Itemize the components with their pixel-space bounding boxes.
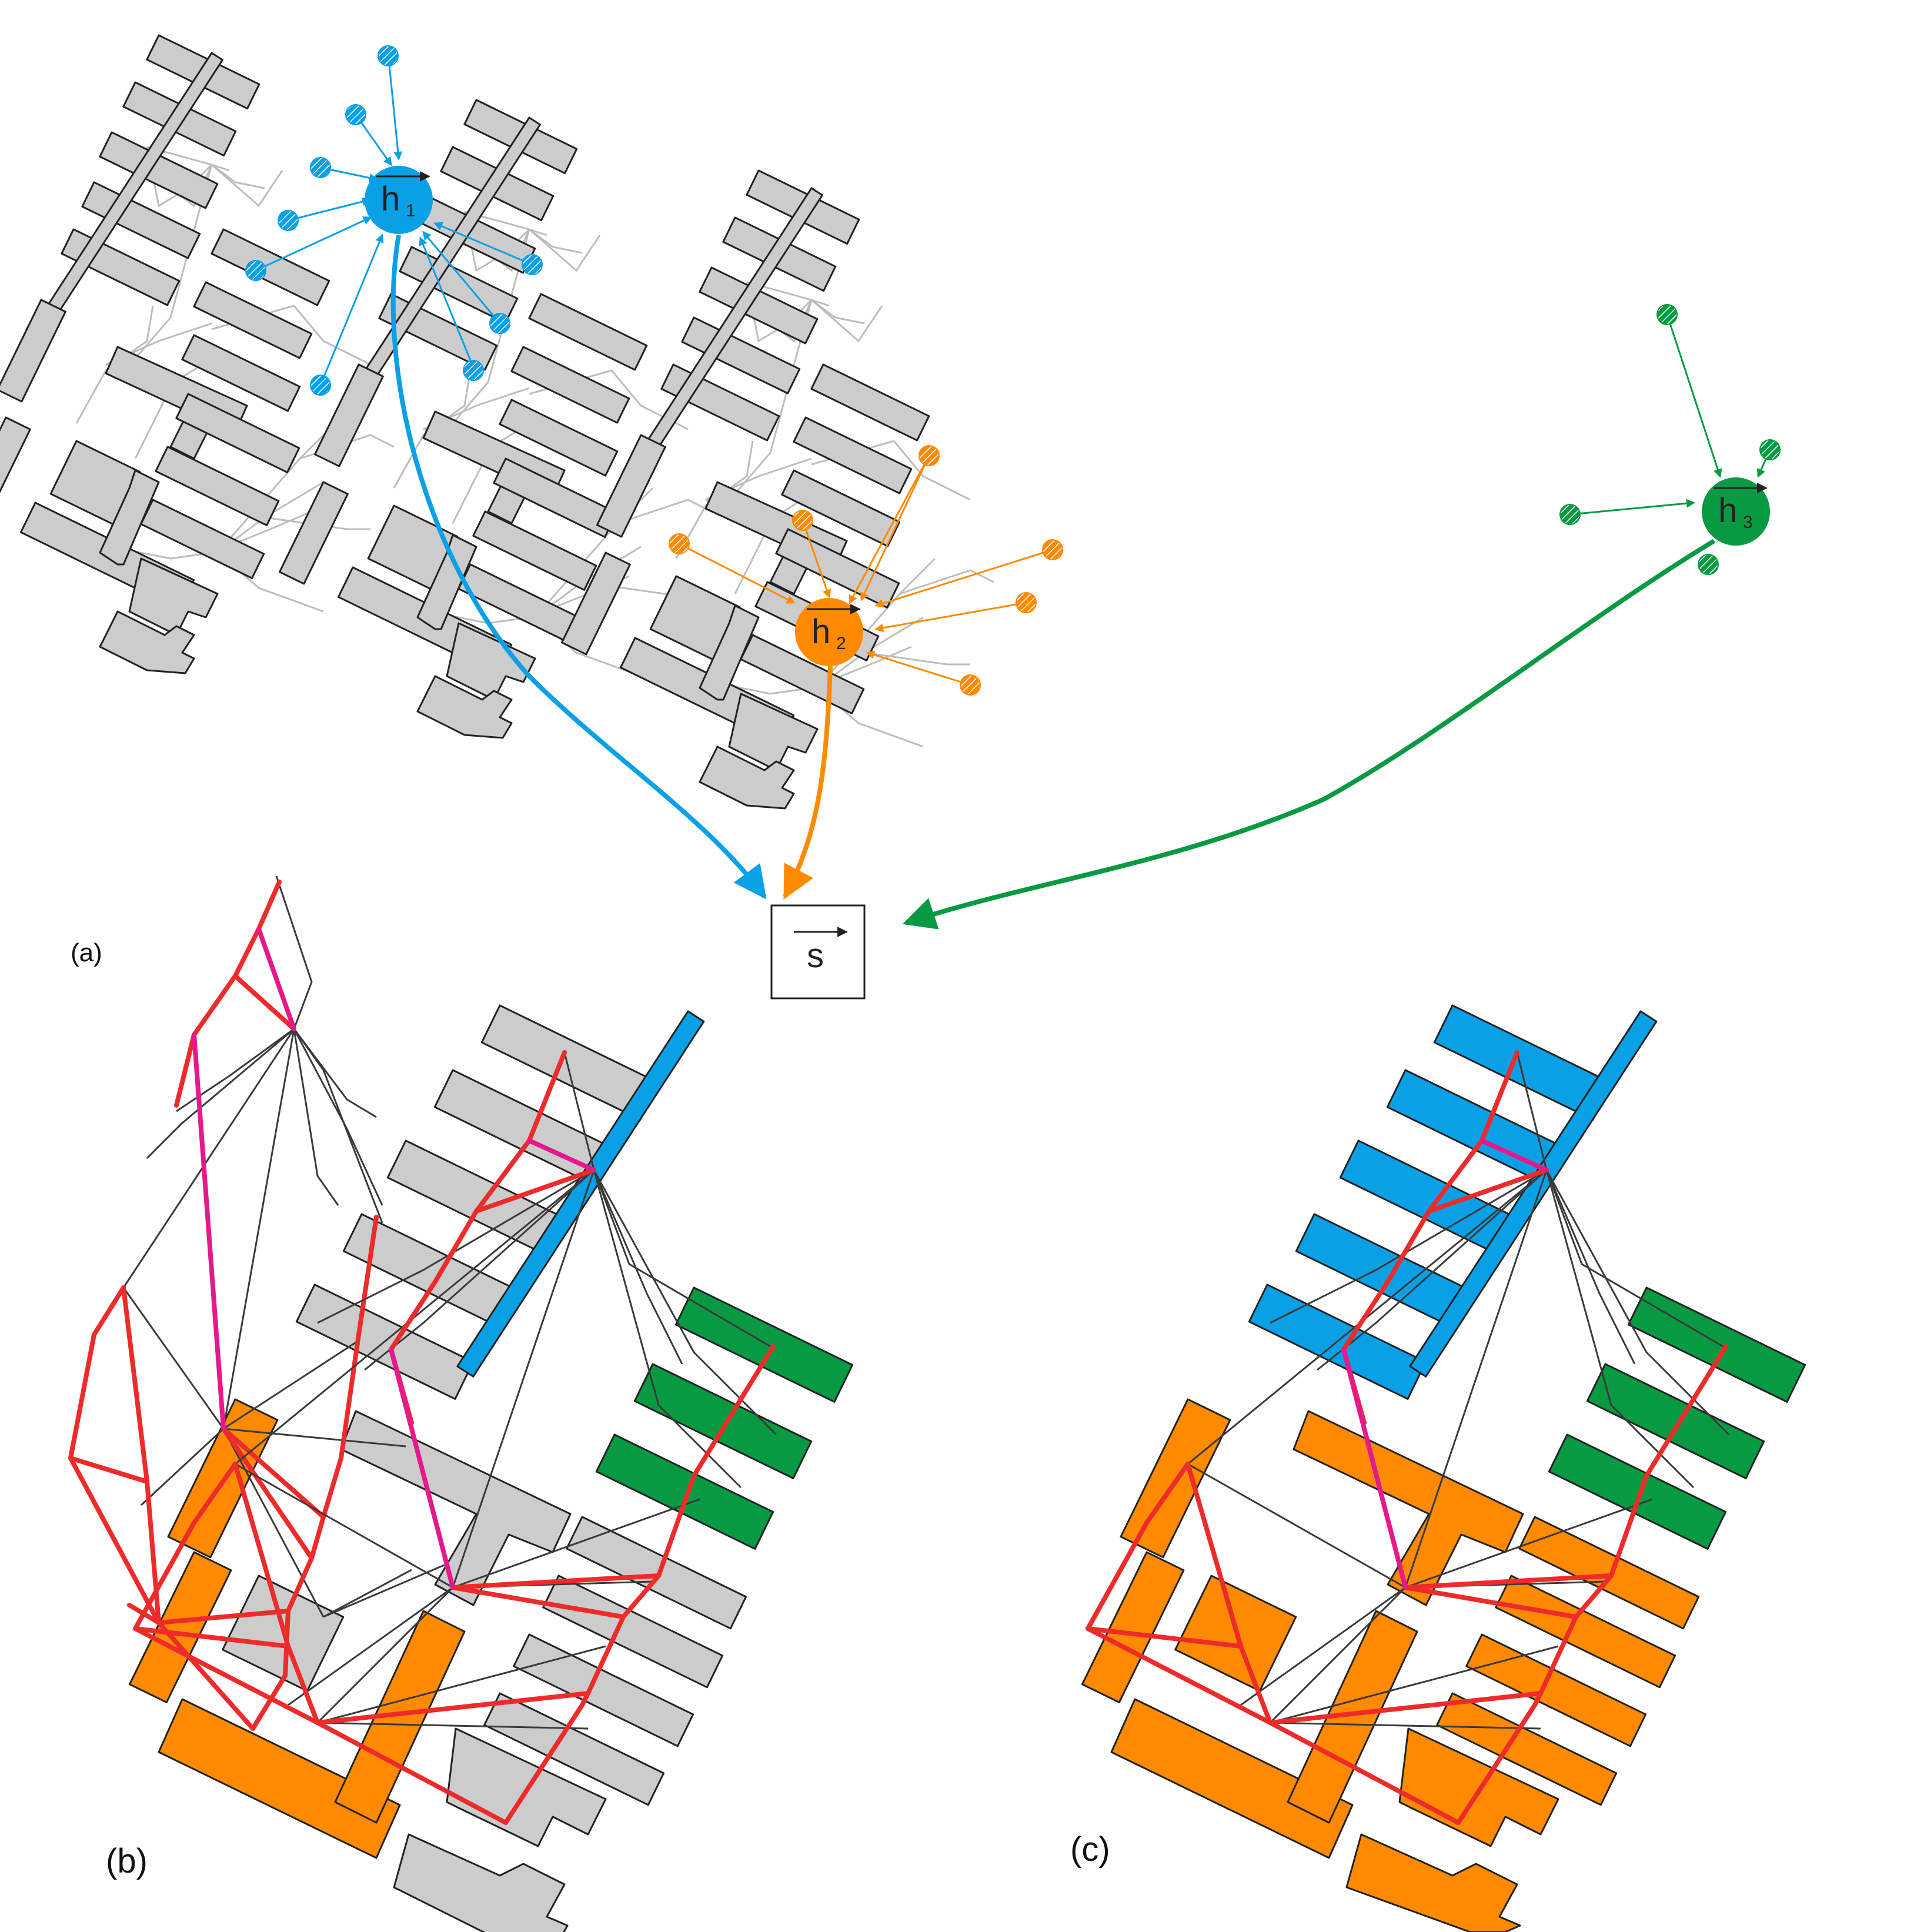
green-hatched-nodes bbox=[1559, 304, 1781, 575]
flow-h3-to-s bbox=[902, 539, 1716, 930]
panel-label-b: (b) bbox=[106, 1842, 148, 1880]
s-label: s bbox=[807, 937, 824, 975]
h2-subscript: 2 bbox=[836, 634, 846, 653]
blue-hatched-nodes bbox=[245, 45, 543, 396]
h2-node: h 2 bbox=[795, 598, 863, 666]
campus-3 bbox=[560, 169, 995, 810]
panel-a: h 1 h 2 h 3 s (a) bbox=[0, 34, 1781, 1000]
panel-label-c: (c) bbox=[1070, 1830, 1110, 1869]
campus-1 bbox=[0, 34, 395, 674]
orange-hatched-nodes bbox=[669, 445, 1063, 696]
h3-subscript: 3 bbox=[1743, 513, 1753, 532]
h2-label: h bbox=[811, 613, 830, 651]
h1-label: h bbox=[381, 180, 400, 218]
flow-h2-to-s bbox=[783, 666, 833, 900]
s-output-box: s bbox=[770, 904, 866, 1000]
h1-node: h 1 bbox=[365, 166, 433, 234]
panel-b-routes bbox=[133, 1050, 777, 1825]
h3-node: h 3 bbox=[1702, 477, 1770, 546]
panel-c-routes bbox=[1086, 1050, 1730, 1825]
h1-subscript: 1 bbox=[406, 201, 416, 220]
flow-h1-to-s bbox=[390, 235, 767, 900]
panel-label-a: (a) bbox=[71, 938, 102, 967]
orange-attention-arrows bbox=[679, 455, 1053, 686]
panel-c bbox=[1081, 1004, 1806, 1932]
h3-label: h bbox=[1718, 492, 1737, 530]
campus-2 bbox=[278, 99, 713, 739]
